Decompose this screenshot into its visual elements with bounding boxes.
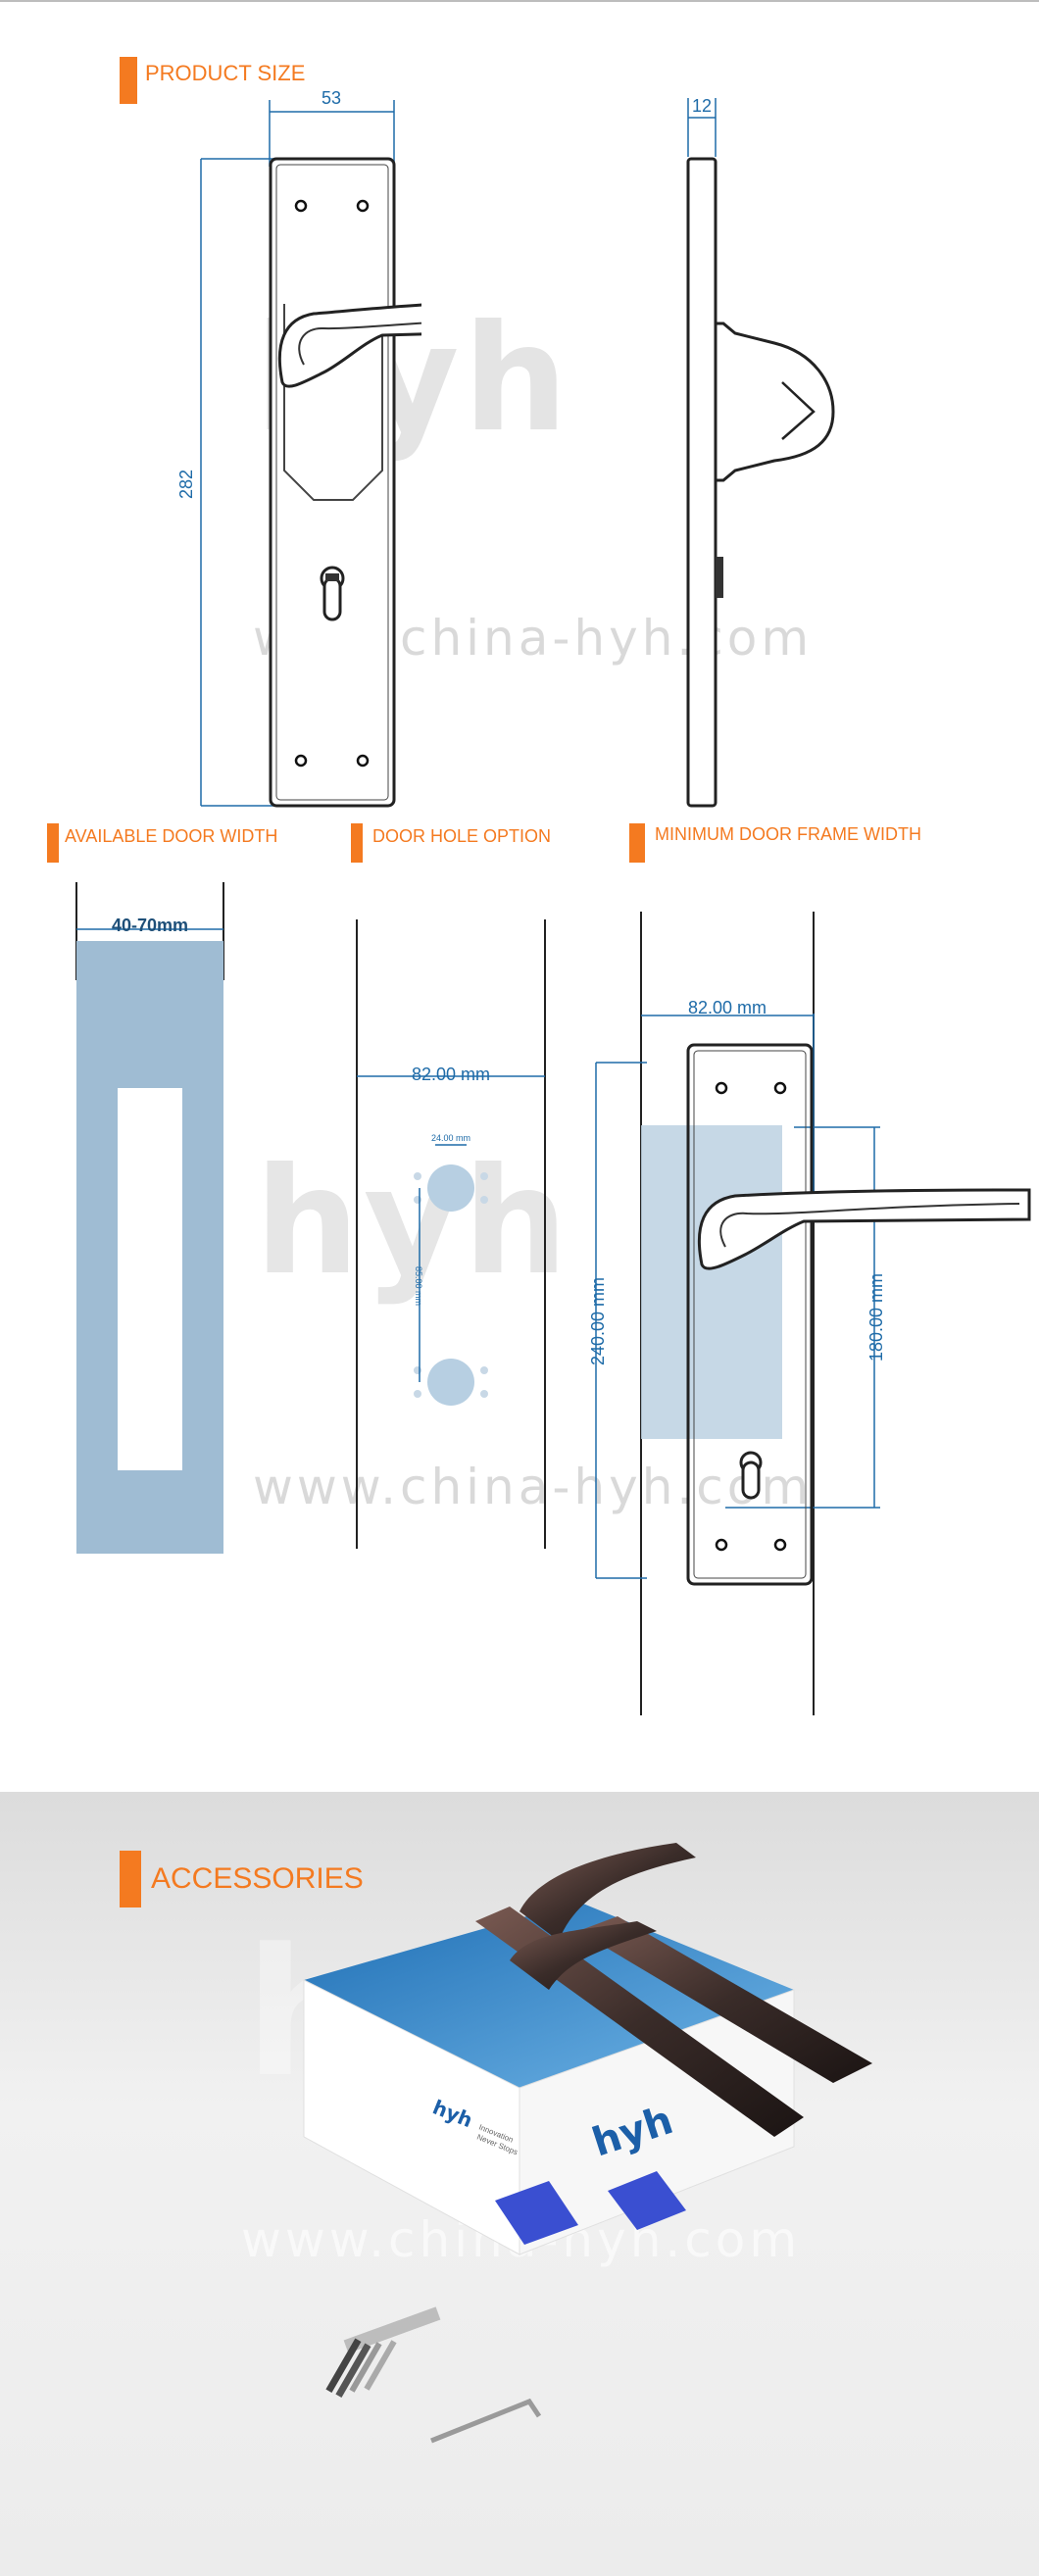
cylinder-core xyxy=(325,573,339,581)
center-distance-label: 180.00 mm xyxy=(866,1273,886,1362)
cylinder-slot xyxy=(741,1461,761,1500)
lever-handle-photo xyxy=(510,1921,657,1990)
screw-hole xyxy=(414,1390,421,1398)
width-dimension-label: 53 xyxy=(322,88,341,108)
back-plate-photo xyxy=(578,1916,872,2083)
watermark-logo: hyh xyxy=(255,1137,572,1308)
frame-width-drawing: 82.00 mm 240.00 mm 180.00 mm xyxy=(588,912,1031,1715)
screw xyxy=(364,2340,397,2391)
screw-hole xyxy=(294,754,308,768)
section-title: ACCESSORIES xyxy=(151,1862,364,1895)
lever-handle-detail xyxy=(298,322,421,366)
back-plate xyxy=(269,157,396,808)
header-available-door-width: AVAILABLE DOOR WIDTH xyxy=(47,823,277,863)
frame-width-label: 82.00 mm xyxy=(688,998,767,1017)
screw xyxy=(325,2338,362,2393)
mounting-card xyxy=(495,2181,578,2245)
screw-hole xyxy=(480,1390,488,1398)
section-title: PRODUCT SIZE xyxy=(145,61,306,85)
back-plate-inner xyxy=(275,164,389,801)
lever-handle-photo xyxy=(520,1843,696,1941)
door-cutout xyxy=(118,1088,182,1470)
header-accessories: ACCESSORIES xyxy=(120,1851,364,1907)
screw xyxy=(335,2343,371,2398)
header-accent-bar xyxy=(47,823,59,863)
allen-key xyxy=(430,2398,542,2444)
screw-hole xyxy=(294,199,308,213)
screw-hole xyxy=(773,1081,787,1095)
plate-height-label: 240.00 mm xyxy=(588,1277,608,1365)
screw-hole xyxy=(480,1172,488,1180)
hole-spacing-label: 82.00 mm xyxy=(412,1065,490,1084)
cylinder-hole xyxy=(427,1359,474,1406)
door-width-drawing: 40-70mm xyxy=(75,882,224,1554)
door-frame-area xyxy=(641,1125,782,1439)
door-hole-drawing: 82.00 mm 24.00 mm 85.00 mm xyxy=(356,919,546,1549)
back-plate xyxy=(686,1043,814,1586)
cylinder-slot xyxy=(322,576,342,621)
screw-hole xyxy=(715,1081,728,1095)
section-title: AVAILABLE DOOR WIDTH xyxy=(65,825,278,846)
header-door-hole-option: DOOR HOLE OPTION xyxy=(351,823,551,863)
plate-side xyxy=(686,157,717,808)
side-view-drawing: 12 xyxy=(686,96,835,808)
screw-hole xyxy=(356,754,370,768)
screw-hole xyxy=(356,199,370,213)
height-dimension-label: 282 xyxy=(176,470,196,499)
header-minimum-door-frame-width: MINIMUM DOOR FRAME WIDTH xyxy=(629,823,921,863)
screw-hole xyxy=(480,1366,488,1374)
spindle xyxy=(343,2306,441,2353)
screw-hole xyxy=(480,1196,488,1204)
screw-hole xyxy=(414,1172,421,1180)
lever-handle xyxy=(697,1188,1031,1270)
plate-relief xyxy=(283,304,383,501)
accessories-photo: hyh hyh Innovation Never Stops xyxy=(303,1843,872,2444)
header-accent-bar xyxy=(120,57,137,104)
screw-hole xyxy=(414,1366,421,1374)
screw xyxy=(349,2342,382,2393)
watermark-url: www.china-hyh.com xyxy=(253,1459,814,1515)
cylinder-side xyxy=(716,557,723,598)
hole-distance-label: 85.00 mm xyxy=(414,1266,423,1306)
header-accent-bar xyxy=(629,823,645,863)
header-accent-bar xyxy=(351,823,363,863)
top-divider xyxy=(0,0,1039,2)
handle-side-profile xyxy=(714,322,835,482)
screw-hole xyxy=(414,1196,421,1204)
header-product-size: PRODUCT SIZE xyxy=(120,57,305,104)
hole-diameter-label: 24.00 mm xyxy=(431,1133,470,1143)
section-title: MINIMUM DOOR FRAME WIDTH xyxy=(655,823,921,844)
header-accent-bar xyxy=(120,1851,141,1907)
handle-side-tip xyxy=(781,381,816,440)
section-title: DOOR HOLE OPTION xyxy=(372,825,552,846)
handle-hole xyxy=(427,1164,474,1212)
screw-hole xyxy=(715,1538,728,1552)
screw-hole xyxy=(773,1538,787,1552)
back-plate-inner xyxy=(693,1050,807,1579)
door-width-label: 40-70mm xyxy=(112,916,188,935)
lever-handle-detail xyxy=(719,1203,1020,1248)
front-view-drawing: 53 282 xyxy=(176,88,421,808)
depth-dimension-label: 12 xyxy=(692,96,712,116)
mounting-card xyxy=(608,2171,686,2230)
